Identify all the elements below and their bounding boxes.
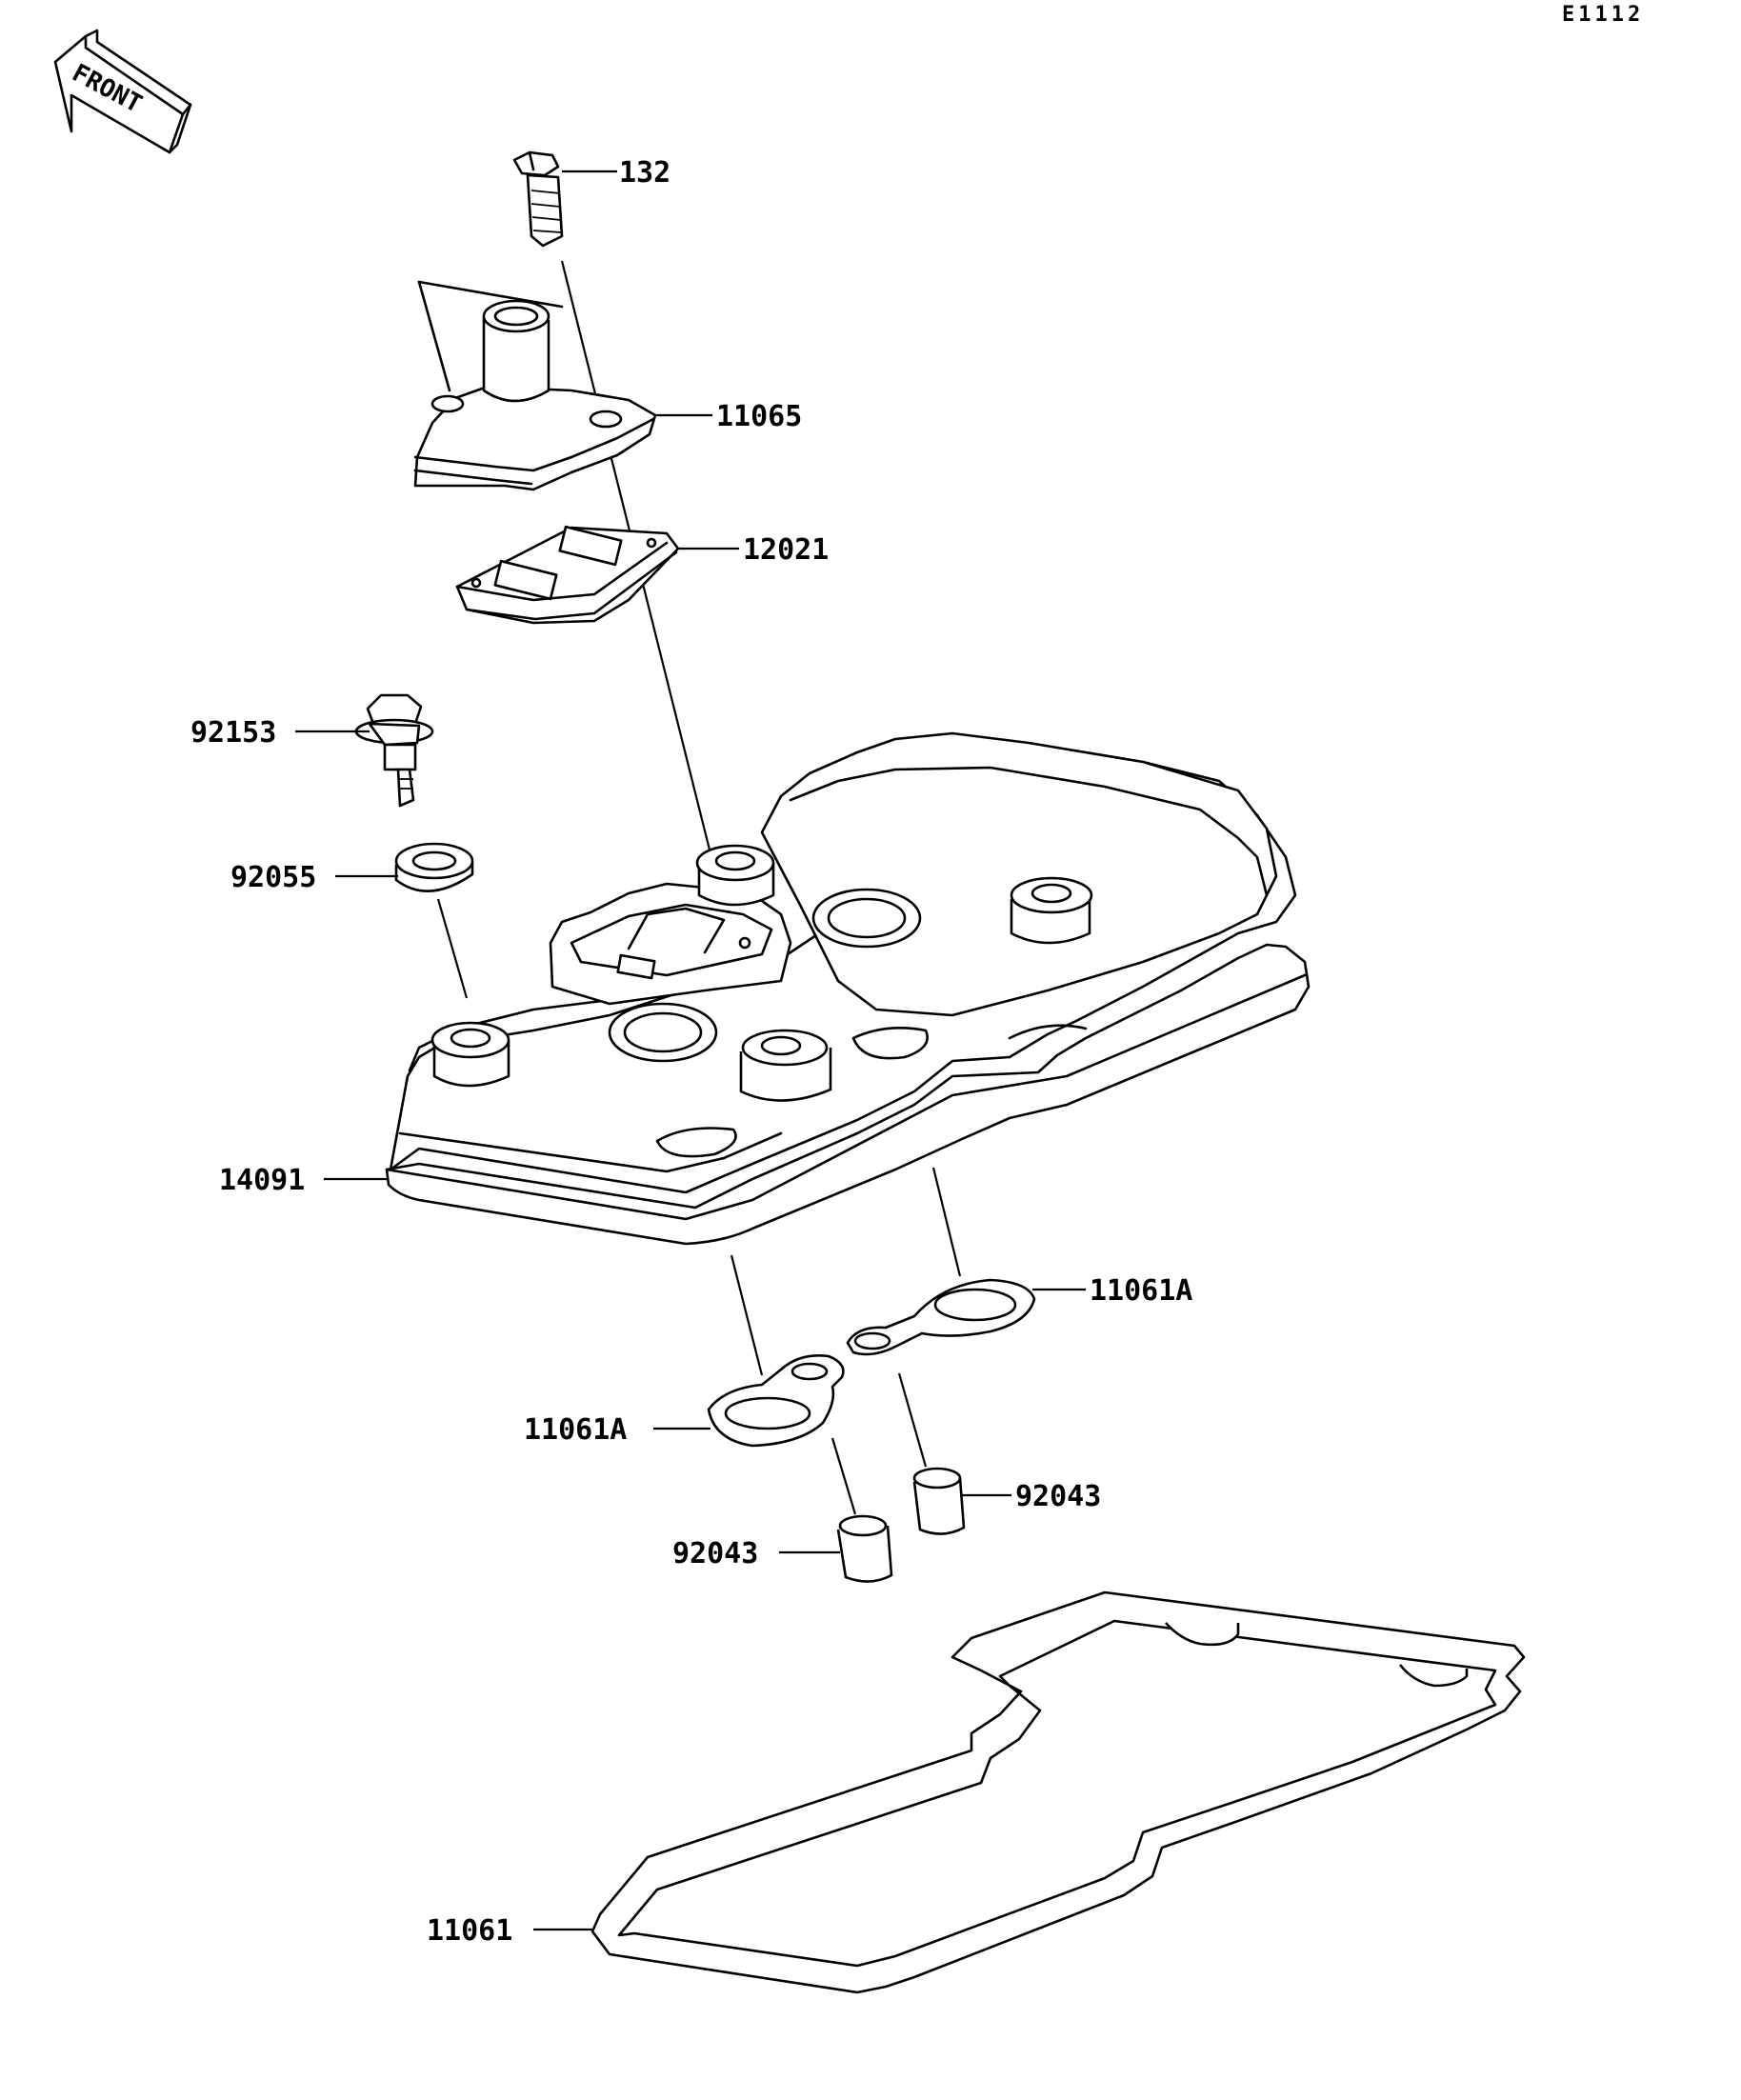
breather-cover-11065-icon: [413, 280, 657, 491]
front-arrow-icon: FRONT: [53, 29, 192, 154]
part-label-92043-left: 92043: [672, 1537, 758, 1570]
head-cover-gasket-11061-icon: [590, 1590, 1526, 1994]
plug-gasket-11061a-right-icon: [846, 1278, 1036, 1356]
plug-gasket-11061a-left-icon: [707, 1354, 845, 1448]
bolt-132-icon: [512, 150, 564, 248]
part-label-92055: 92055: [230, 861, 316, 894]
part-label-11061a-right: 11061A: [1090, 1274, 1192, 1308]
cylinder-head-cover-14091-icon: [385, 731, 1311, 1246]
part-label-92043-right: 92043: [1015, 1480, 1101, 1513]
reed-valve-12021-icon: [455, 525, 680, 625]
part-label-12021: 12021: [743, 533, 829, 567]
dowel-pin-92043-right-icon: [912, 1467, 966, 1535]
part-label-11065: 11065: [716, 400, 802, 433]
diagram-code: E1112: [1562, 3, 1644, 27]
part-label-11061: 11061: [427, 1914, 512, 1948]
dowel-pin-92043-left-icon: [836, 1514, 893, 1583]
part-label-14091: 14091: [219, 1164, 305, 1197]
washer-92055-icon: [394, 842, 474, 892]
part-label-92153: 92153: [190, 716, 276, 750]
part-label-132: 132: [619, 156, 670, 190]
part-label-11061a-left: 11061A: [524, 1413, 627, 1447]
cover-bolt-92153-icon: [354, 693, 434, 808]
